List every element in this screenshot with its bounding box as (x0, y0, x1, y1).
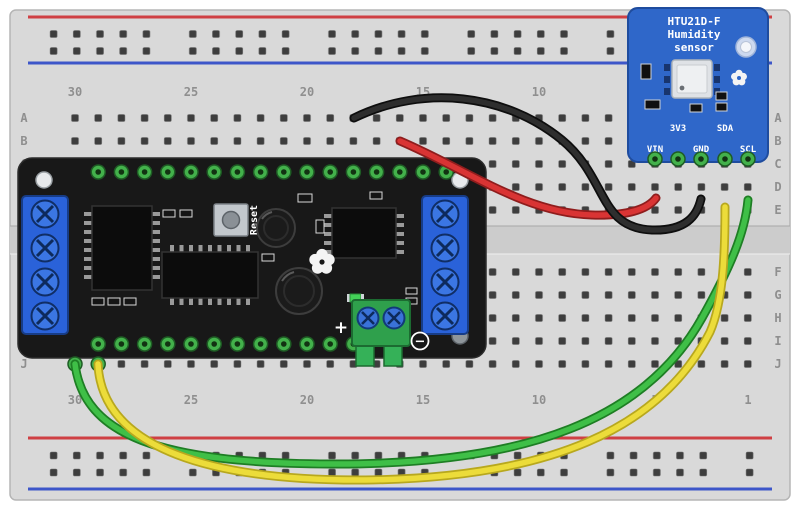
ic-chip-driver (84, 205, 160, 291)
column-label: 30 (68, 393, 82, 407)
sensor-title: Humidity (668, 28, 721, 41)
row-label: J (20, 357, 27, 371)
ic-chip-mcu (161, 245, 259, 305)
row-label: A (774, 111, 782, 125)
column-label: 25 (184, 393, 198, 407)
pin-label-3v3: 3V3 (670, 124, 686, 134)
pin-label-sda: SDA (717, 124, 734, 134)
svg-text:−: − (415, 335, 426, 350)
capacitor (256, 208, 296, 248)
power-terminal-block (351, 299, 411, 367)
column-label: 25 (184, 85, 198, 99)
minus-marking: − (410, 331, 430, 351)
row-label: B (20, 134, 27, 148)
pin-label-scl: SCL (740, 145, 757, 155)
mounting-hole-icon (35, 171, 53, 189)
plus-marking: + (334, 318, 348, 338)
sensor-title: sensor (674, 41, 714, 54)
sensor-passives (640, 63, 728, 113)
column-label: 1 (744, 393, 751, 407)
row-label: I (774, 334, 781, 348)
pin-label-vin: VIN (647, 145, 663, 155)
feather-board: Reset (17, 157, 487, 367)
ic-chip-regulator (324, 207, 404, 259)
sda-wire (93, 202, 730, 485)
row-label: G (774, 288, 781, 302)
passive-components (91, 191, 418, 306)
sensor-title: HTU21D-F (668, 15, 721, 28)
column-label: 10 (532, 85, 546, 99)
adafruit-logo-icon (731, 69, 747, 86)
humidity-sensor-chip (664, 59, 720, 99)
column-labels-bottom: 30 25 20 15 10 5 1 (68, 393, 752, 407)
row-label: B (774, 134, 781, 148)
screw-terminal-left (21, 195, 69, 335)
column-label: 15 (416, 393, 430, 407)
reset-label: Reset (249, 205, 260, 235)
row-label: H (774, 311, 781, 325)
row-label: J (774, 357, 781, 371)
vin-wire (395, 136, 661, 220)
wires (70, 93, 753, 485)
adafruit-logo-icon (309, 248, 335, 274)
capacitor (275, 267, 323, 315)
mounting-hole-icon (735, 36, 757, 58)
pin-label-gnd: GND (693, 145, 710, 155)
gnd-wire (349, 93, 706, 235)
row-labels-right: A B C D E F G H I J (774, 111, 782, 371)
reset-button (213, 203, 249, 237)
column-label: 30 (68, 85, 82, 99)
row-label: F (774, 265, 781, 279)
row-label: A (20, 111, 28, 125)
row-label: C (774, 157, 781, 171)
screw-terminal-right (421, 195, 469, 335)
row-label: E (774, 203, 781, 217)
htu21d-sensor-board: HTU21D-F Humidity sensor (627, 7, 769, 167)
column-label: 20 (300, 393, 314, 407)
column-label: 20 (300, 85, 314, 99)
row-label: D (774, 180, 781, 194)
column-label: 10 (532, 393, 546, 407)
